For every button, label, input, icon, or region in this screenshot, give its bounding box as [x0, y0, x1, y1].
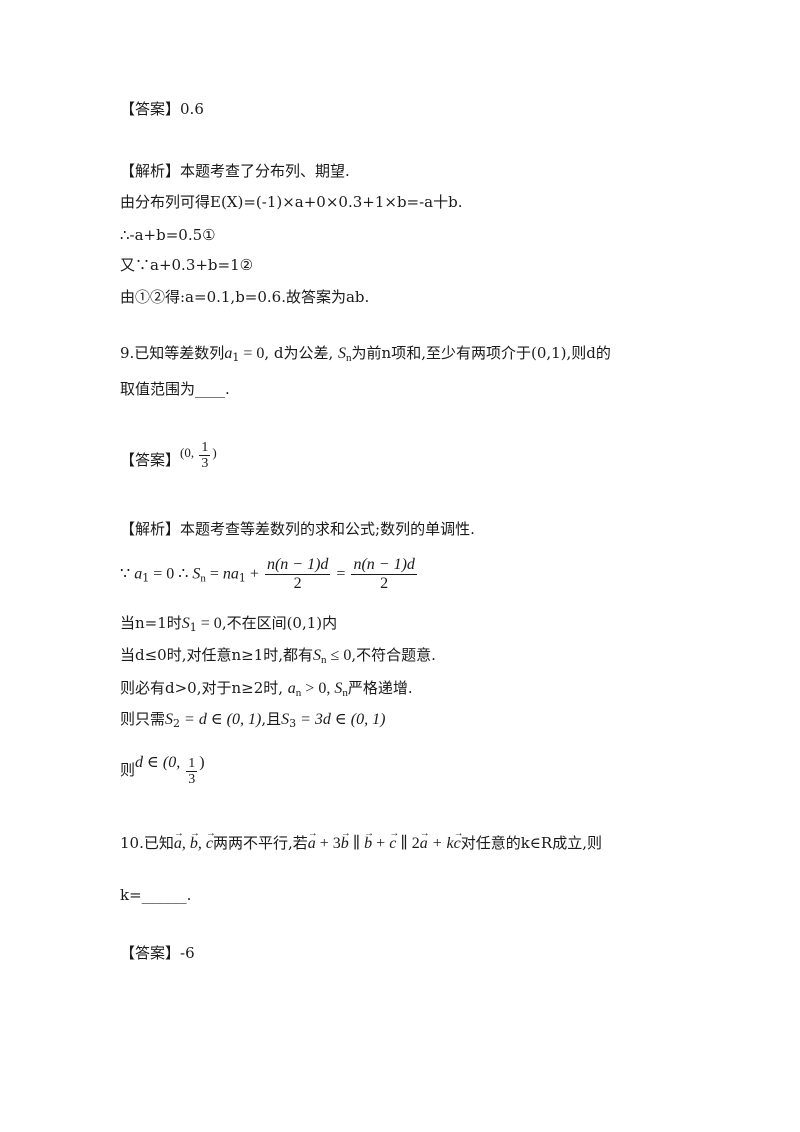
- solution-9-line: 当n=1时S1 = 0,不在区间(0,1)内: [120, 614, 338, 634]
- answer-label: 【答案】: [120, 100, 181, 118]
- vector-a: a: [174, 823, 182, 855]
- question-10: 10.已知a, b, c两两不平行,若a + 3b ∥ b + c ∥ 2a +…: [120, 823, 602, 855]
- answer-value: 0.6: [180, 100, 204, 118]
- analysis-label: 【解析】: [120, 162, 181, 180]
- answer-10: 【答案】-6: [120, 944, 195, 962]
- vector-b: b: [190, 823, 198, 855]
- question-10-line-2: k=______.: [120, 886, 192, 904]
- question-9-line-2: 取值范围为____.: [120, 380, 230, 398]
- analysis-line: ∴-a+b=0.5①: [120, 226, 216, 244]
- analysis-header: 【解析】本题考查了分布列、期望.: [120, 162, 350, 180]
- analysis-line: 由①②得:a=0.1,b=0.6.故答案为ab.: [120, 288, 370, 306]
- answer-label: 【答案】: [120, 451, 181, 469]
- analysis-line: 又∵a+0.3+b=1②: [120, 256, 254, 274]
- analysis-label: 【解析】: [120, 520, 181, 538]
- solution-9-line: 则必有d>0,对于n≥2时, an > 0, Sn严格递增.: [120, 679, 413, 699]
- analysis-line: 由分布列可得E(X)=(-1)×a+0×0.3+1×b=-a十b.: [120, 193, 463, 211]
- answer-line: 【答案】0.6: [120, 98, 204, 120]
- solution-9-line: 则只需S2 = d ∈ (0, 1),且S3 = 3d ∈ (0, 1): [120, 710, 386, 730]
- question-9: 9.已知等差数列a1 = 0, d为公差, Sn为前n项和,至少有两项介于(0,…: [120, 344, 611, 364]
- vector-c: c: [206, 823, 213, 855]
- answer-label: 【答案】: [120, 944, 181, 962]
- solution-9-header: 【解析】本题考查等差数列的求和公式;数列的单调性.: [120, 520, 475, 538]
- solution-9-line: 当d≤0时,对任意n≥1时,都有Sn ≤ 0,不符合题意.: [120, 646, 436, 666]
